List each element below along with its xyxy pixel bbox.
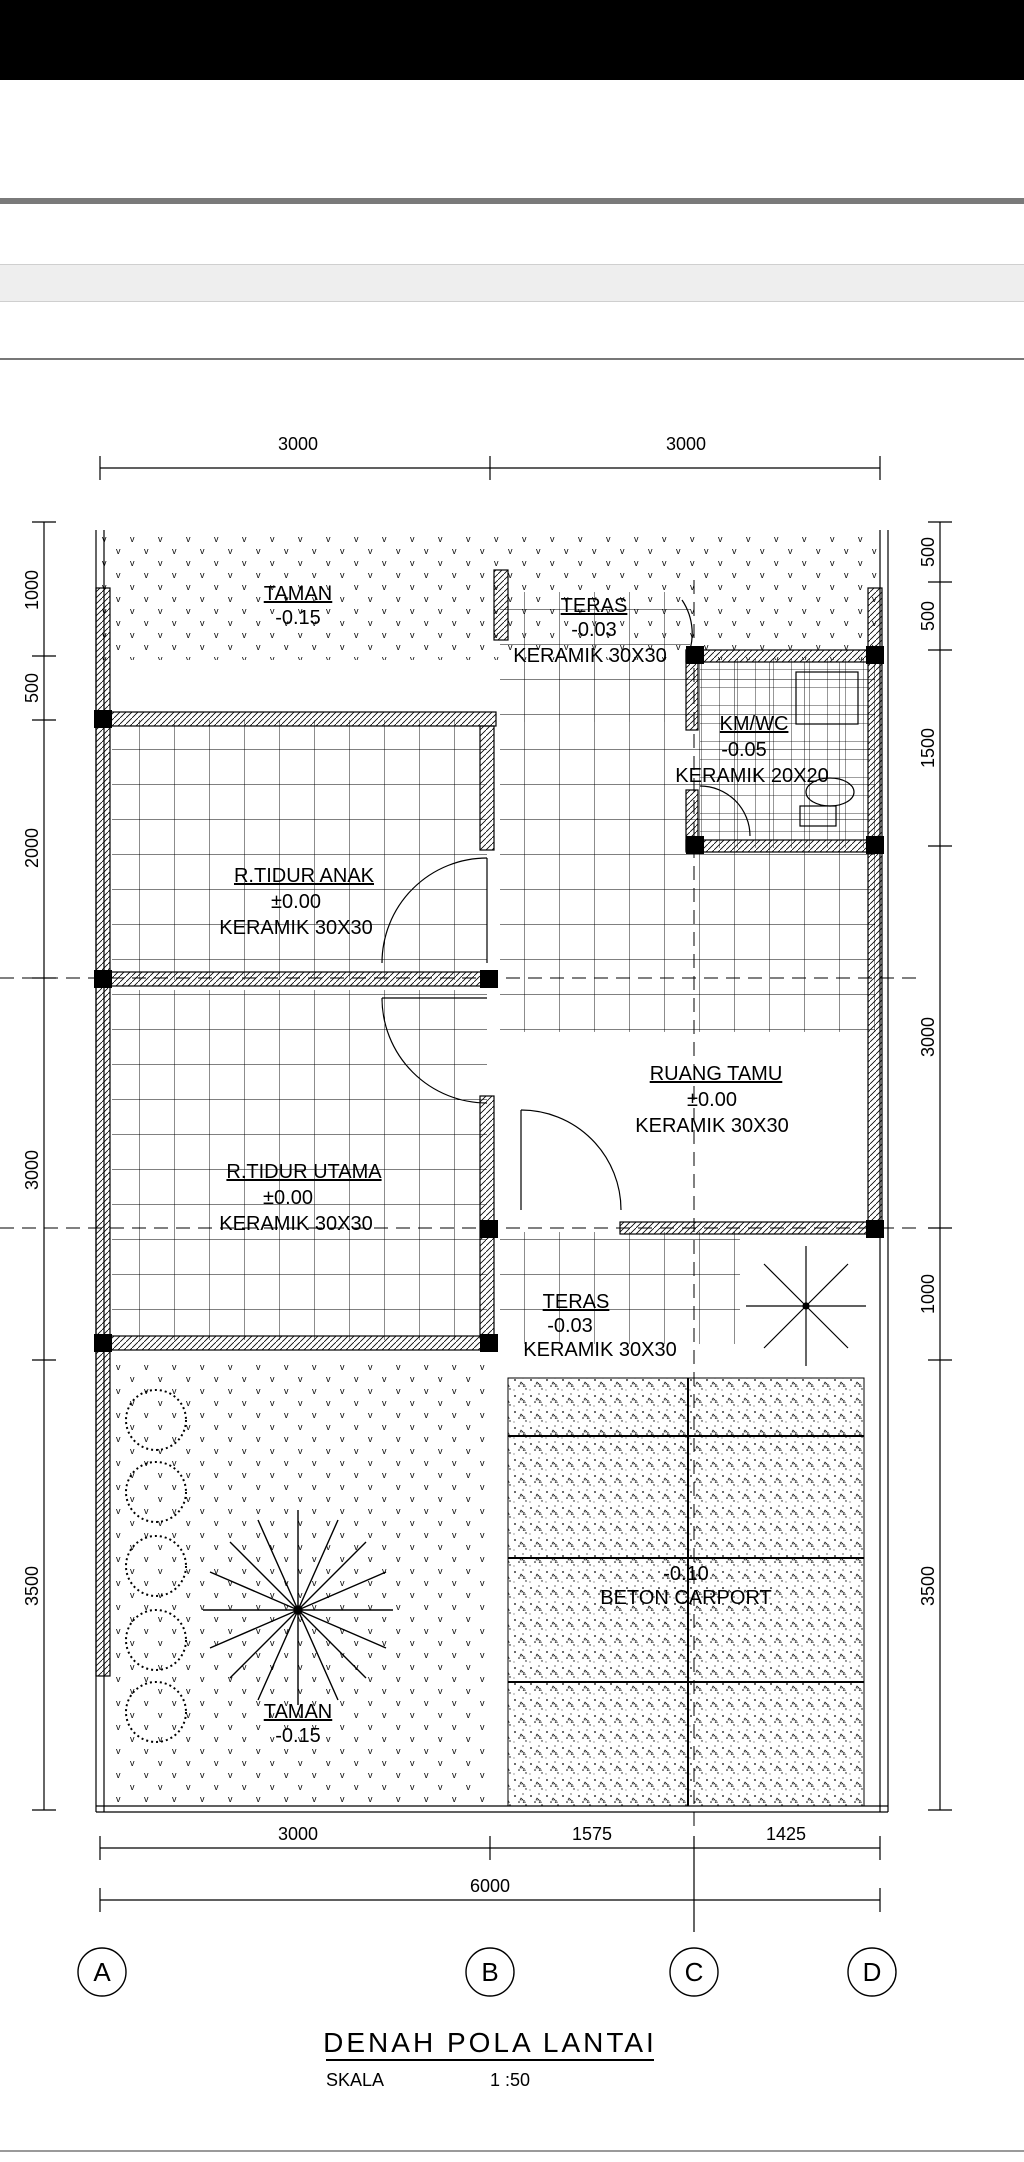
ruang-tamu-level: ±0.00 bbox=[687, 1089, 737, 1111]
carport-joints bbox=[508, 1378, 864, 1806]
dim-right-2: 500 bbox=[918, 601, 938, 631]
bottom-divider bbox=[0, 2150, 1024, 2152]
kmwc-name: KM/WC bbox=[720, 713, 789, 735]
carport-floor: BETON CARPORT bbox=[600, 1587, 772, 1609]
tree-symbol-left bbox=[203, 1510, 393, 1705]
toolbar-band bbox=[0, 264, 1024, 302]
dim-right-4: 3000 bbox=[918, 1017, 938, 1057]
bathroom-fixtures bbox=[795, 671, 859, 827]
dim-total: 6000 bbox=[470, 1876, 510, 1896]
floor-plan-drawing: v v bbox=[0, 434, 952, 2090]
dim-bottom-3: 1425 bbox=[766, 1824, 806, 1844]
teras-top-floor bbox=[500, 592, 690, 722]
axis-lines bbox=[0, 580, 920, 1830]
dim-left-3: 2000 bbox=[22, 828, 42, 868]
taman-bottom-level: -0.15 bbox=[275, 1725, 321, 1747]
tidur-anak-floor bbox=[112, 720, 487, 980]
tree-symbol-right bbox=[746, 1246, 866, 1366]
dim-bottom-2: 1575 bbox=[572, 1824, 612, 1844]
scale-label: SKALA bbox=[326, 2070, 384, 2090]
dim-right-1: 500 bbox=[918, 537, 938, 567]
garden-top-fill bbox=[100, 530, 880, 660]
axis-label-b: B bbox=[481, 1957, 498, 1987]
dimension-lines bbox=[32, 456, 952, 1932]
carport-slab bbox=[507, 1377, 865, 1807]
dim-left-1: 1000 bbox=[22, 570, 42, 610]
tidur-utama-floor: KERAMIK 30X30 bbox=[219, 1213, 372, 1235]
dim-left-4: 3000 bbox=[22, 1150, 42, 1190]
axis-bubbles bbox=[77, 1947, 897, 1997]
teras-bottom-floor bbox=[500, 1232, 740, 1344]
dim-bottom-1: 3000 bbox=[278, 1824, 318, 1844]
taman-top-level: -0.15 bbox=[275, 607, 321, 629]
tidur-utama-level: ±0.00 bbox=[263, 1187, 313, 1209]
tidur-utama-name: R.TIDUR UTAMA bbox=[226, 1161, 382, 1183]
carport-level: -0.10 bbox=[663, 1563, 709, 1585]
content-divider bbox=[0, 358, 1024, 360]
ruang-tamu-floor: KERAMIK 30X30 bbox=[635, 1115, 788, 1137]
structural-columns bbox=[94, 646, 884, 1352]
axis-label-c: C bbox=[685, 1957, 704, 1987]
dim-right-6: 3500 bbox=[918, 1566, 938, 1606]
teras-top-level: -0.03 bbox=[571, 619, 617, 641]
tidur-anak-name: R.TIDUR ANAK bbox=[234, 865, 375, 887]
scale-value: 1 :50 bbox=[490, 2070, 530, 2090]
dim-right-5: 1000 bbox=[918, 1274, 938, 1314]
top-black-bar bbox=[0, 0, 1024, 80]
ruang-tamu-name: RUANG TAMU bbox=[650, 1063, 783, 1085]
dim-top-2: 3000 bbox=[666, 434, 706, 454]
axis-label-a: A bbox=[93, 1957, 111, 1987]
shrub-row bbox=[125, 1389, 187, 1743]
taman-bottom-name: TAMAN bbox=[264, 1701, 333, 1723]
tidur-anak-floor: KERAMIK 30X30 bbox=[219, 917, 372, 939]
header-divider bbox=[0, 198, 1024, 204]
tidur-anak-level: ±0.00 bbox=[271, 891, 321, 913]
dim-right-3: 1500 bbox=[918, 728, 938, 768]
kmwc-floor: KERAMIK 20X20 bbox=[675, 765, 828, 787]
teras-bottom-name: TERAS bbox=[543, 1291, 610, 1313]
kmwc-floor bbox=[700, 658, 870, 848]
teras-bottom-floor: KERAMIK 30X30 bbox=[523, 1339, 676, 1361]
dim-top-1: 3000 bbox=[278, 434, 318, 454]
door-swings bbox=[381, 599, 751, 1211]
dim-left-5: 3500 bbox=[22, 1566, 42, 1606]
axis-label-d: D bbox=[863, 1957, 882, 1987]
drawing-title: DENAH POLA LANTAI bbox=[323, 2027, 657, 2058]
teras-bottom-level: -0.03 bbox=[547, 1315, 593, 1337]
tidur-utama-floor bbox=[112, 990, 487, 1340]
teras-top-name: TERAS bbox=[561, 595, 628, 617]
kmwc-level: -0.05 bbox=[721, 739, 767, 761]
walls bbox=[95, 569, 883, 1677]
taman-top-name: TAMAN bbox=[264, 583, 333, 605]
teras-top-floor: KERAMIK 30X30 bbox=[513, 645, 666, 667]
dim-left-2: 500 bbox=[22, 673, 42, 703]
